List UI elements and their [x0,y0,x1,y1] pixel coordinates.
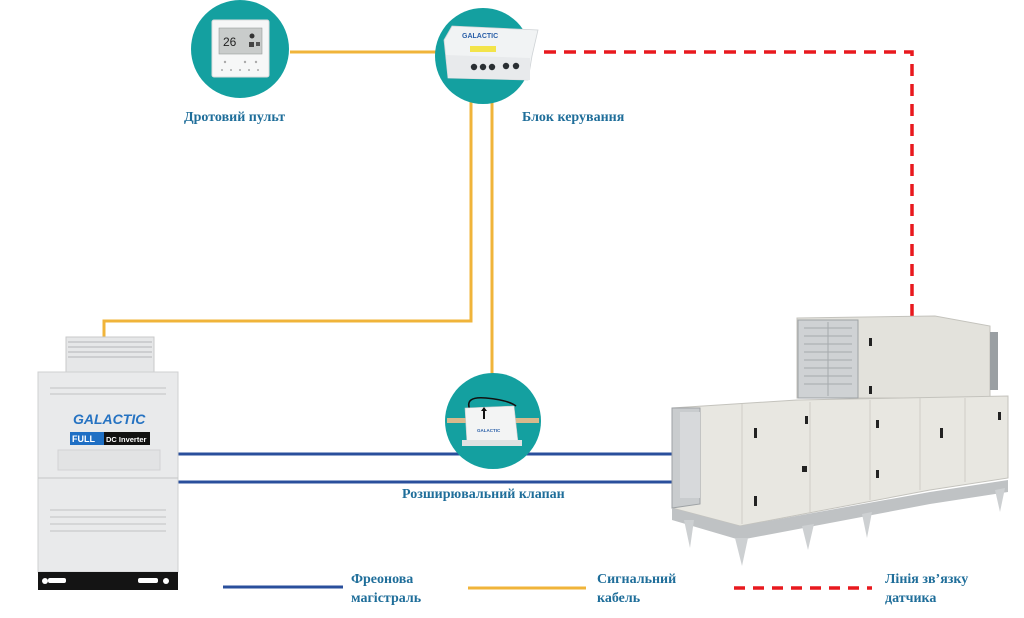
expansion-valve-label: Розширювальний клапан [402,487,565,502]
sensor-line-control-to-ahu [544,50,914,318]
outdoor-unit[interactable]: GALACTIC FULL DC Inverter [37,336,179,590]
connections [102,50,914,484]
thermostat-temp: 26 [223,35,237,49]
valve-brand: GALACTIC [477,428,501,433]
control-box-brand: GALACTIC [462,33,498,40]
legend-sensor-line1: Лінія зв’язку [885,572,969,587]
control-box-icon: GALACTIC [443,25,539,81]
thermostat-icon: 26 [211,19,270,78]
legend-item-sensor: Лінія зв’язку датчика [885,570,968,608]
wired-remote-node[interactable]: 26 [191,0,289,98]
legend-swatches [223,585,872,590]
legend-signal-line2: кабель [597,591,641,606]
legend-refrigerant-line2: магістраль [351,591,422,606]
legend-sensor-line2: датчика [885,591,937,606]
expansion-valve-node[interactable]: GALACTIC [445,373,541,469]
outdoor-unit-icon: GALACTIC FULL DC Inverter [37,336,179,590]
air-handling-unit[interactable] [671,315,1009,566]
outdoor-unit-badge-dc: DC Inverter [106,435,147,444]
legend-refrigerant-line1: Фреонова [351,572,414,587]
control-unit-node[interactable]: GALACTIC [435,8,539,104]
control-unit-label: Блок керування [522,110,625,125]
signal-cable-control-to-outdoor [102,100,473,340]
air-handling-unit-icon [671,315,1009,566]
legend-signal-line1: Сигнальний [597,572,677,587]
legend-item-signal: Сигнальний кабель [597,570,676,608]
outdoor-unit-badge-full: FULL [72,434,95,444]
outdoor-unit-brand: GALACTIC [73,411,146,427]
expansion-valve-icon: GALACTIC [447,396,539,446]
wired-remote-label: Дротовий пульт [184,110,286,125]
legend-item-refrigerant: Фреонова магістраль [351,570,421,608]
